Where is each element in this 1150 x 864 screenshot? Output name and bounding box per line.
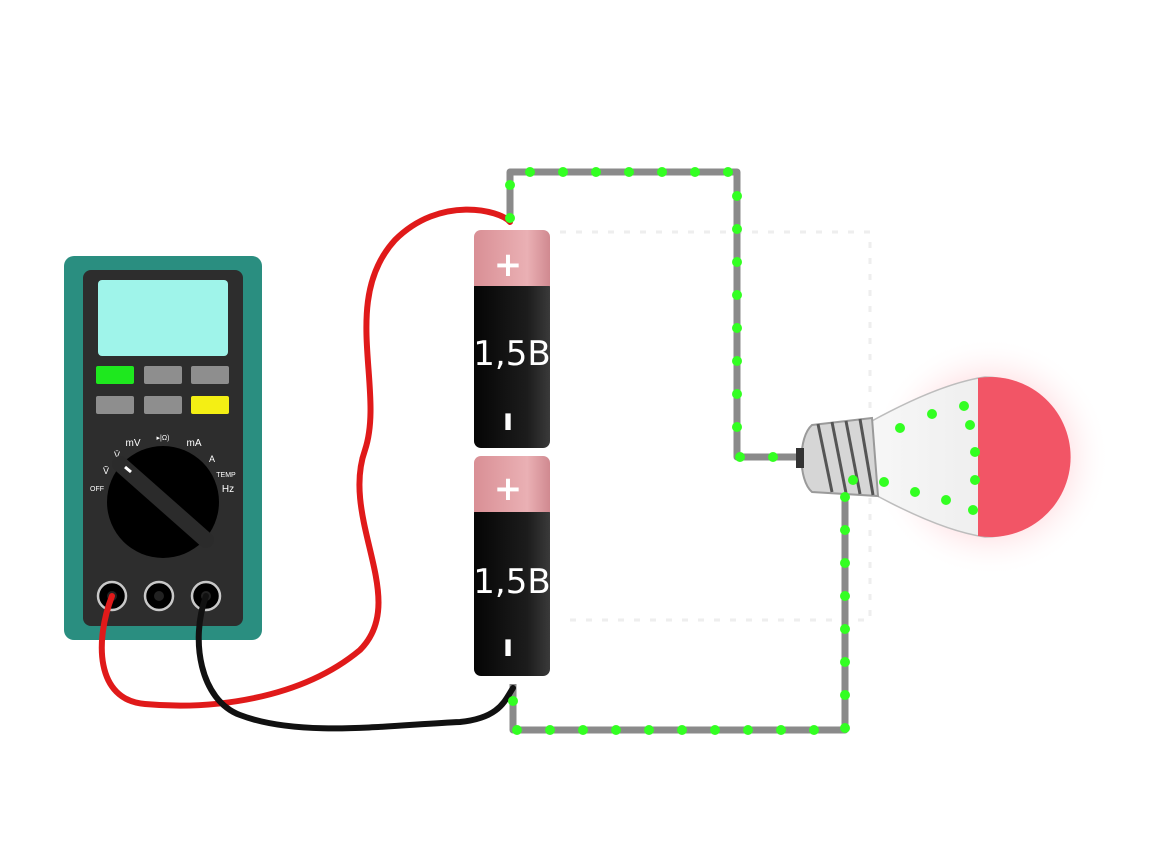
electron-dot <box>723 167 733 177</box>
electron-dot <box>545 725 555 735</box>
electron-dot <box>910 487 920 497</box>
red-probe-wire[interactable] <box>98 206 513 709</box>
electron-dot <box>732 224 742 234</box>
dial-label-v-ac: Ṽ <box>103 466 109 476</box>
electron-dot <box>879 477 889 487</box>
electron-dot <box>968 505 978 515</box>
electron-dot <box>732 257 742 267</box>
electron-dot <box>732 290 742 300</box>
battery-1-plus: + <box>494 245 523 285</box>
multimeter: mV ▸|Ω) mA V̄ Ṽ A TEMP OFF Hz <box>64 256 262 640</box>
electron-dot <box>840 558 850 568</box>
guide-outline <box>560 230 872 622</box>
electron-dot <box>732 389 742 399</box>
electron-dot <box>558 167 568 177</box>
dial-label-hz: Hz <box>222 484 234 495</box>
electron-dot <box>624 167 634 177</box>
electron-dot <box>732 191 742 201</box>
battery-1-body <box>474 280 550 448</box>
battery-2-body <box>474 506 550 676</box>
electron-dot <box>578 725 588 735</box>
electron-dot <box>840 657 850 667</box>
rotary-dial[interactable] <box>107 446 219 558</box>
electron-dot <box>840 591 850 601</box>
dial-label-temp: TEMP <box>216 472 236 479</box>
multimeter-screen <box>98 280 228 356</box>
battery-1-label: 1,5B <box>473 334 550 374</box>
electron-dot <box>677 725 687 735</box>
dial-pointer <box>124 465 132 474</box>
electron-dot <box>927 409 937 419</box>
multimeter-button-4[interactable] <box>96 396 134 414</box>
electron-dot <box>970 447 980 457</box>
electron-dot <box>732 323 742 333</box>
dial-label-diode: ▸|Ω) <box>157 435 170 442</box>
electron-dot <box>505 213 515 223</box>
electron-dot <box>743 725 753 735</box>
electron-dot <box>970 475 980 485</box>
dial-label-off: OFF <box>90 486 104 493</box>
black-probe-wire[interactable] <box>195 593 516 732</box>
electron-dot <box>768 452 778 462</box>
dial-label-mv: mV <box>126 438 141 449</box>
circuit-wire <box>506 168 849 734</box>
dial-label-a: A <box>209 454 215 464</box>
electron-dot <box>840 690 850 700</box>
electron-dot <box>710 725 720 735</box>
electron-dot <box>732 356 742 366</box>
dial-label-v-dc: V̄ <box>114 450 120 460</box>
electron-dot <box>591 167 601 177</box>
electron-dot <box>959 401 969 411</box>
battery-2-cap <box>474 456 550 512</box>
electron-dot <box>505 180 515 190</box>
light-bulb <box>796 337 1110 577</box>
electron-dot <box>508 696 518 706</box>
multimeter-button-2[interactable] <box>144 366 182 384</box>
multimeter-button-6[interactable] <box>191 396 229 414</box>
battery-2: + 1,5B ı <box>473 456 551 676</box>
electron-dot <box>525 167 535 177</box>
electron-dot <box>840 525 850 535</box>
multimeter-button-5[interactable] <box>144 396 182 414</box>
electron-flow <box>505 167 980 735</box>
electron-dot <box>848 475 858 485</box>
electron-dot <box>809 725 819 735</box>
electron-dot <box>895 423 905 433</box>
battery-2-label: 1,5B <box>473 562 550 602</box>
multimeter-button-1[interactable] <box>96 366 134 384</box>
battery-1: + 1,5B ı <box>473 230 551 448</box>
dial-label-ma: mA <box>187 438 202 449</box>
electron-dot <box>690 167 700 177</box>
electron-dot <box>657 167 667 177</box>
battery-1-cap <box>474 230 550 286</box>
electron-dot <box>644 725 654 735</box>
electron-dot <box>840 492 850 502</box>
battery-1-minus: ı <box>503 403 513 438</box>
multimeter-button-3[interactable] <box>191 366 229 384</box>
electron-dot <box>776 725 786 735</box>
bulb-base <box>796 416 880 498</box>
electron-dot <box>840 624 850 634</box>
electron-dot <box>732 422 742 432</box>
electron-dot <box>840 723 850 733</box>
electron-dot <box>735 452 745 462</box>
battery-2-minus: ı <box>503 629 513 664</box>
probe-leads <box>98 206 516 732</box>
electron-dot <box>611 725 621 735</box>
electron-dot <box>941 495 951 505</box>
electron-dot <box>512 725 522 735</box>
bulb-lit-region <box>978 377 1071 537</box>
input-jacks <box>96 580 222 612</box>
electron-dot <box>965 420 975 430</box>
battery-2-plus: + <box>494 469 523 509</box>
